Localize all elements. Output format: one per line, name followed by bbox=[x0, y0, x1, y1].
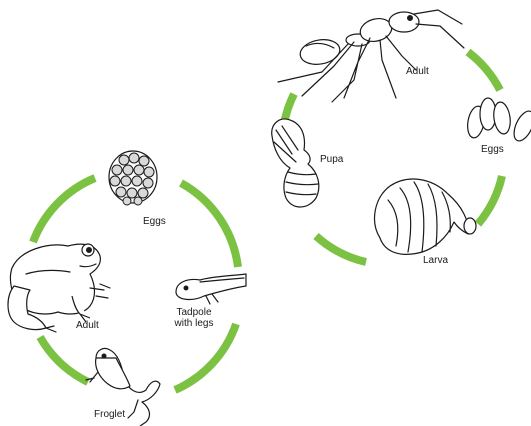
ant-stage-label-pupa: Pupa bbox=[320, 154, 343, 165]
adult-frog-illustration bbox=[8, 244, 110, 332]
tadpole-illustration bbox=[176, 274, 246, 304]
frog-arc-adult-to-eggs bbox=[33, 178, 95, 242]
larva-illustration bbox=[375, 179, 476, 254]
frog-arc-tadpole-to-froglet bbox=[175, 324, 236, 390]
frog-stage-label-tadpole: Tadpole with legs bbox=[170, 307, 218, 329]
ant-arc-eggs-to-larva bbox=[478, 176, 502, 224]
ant-eggs-illustration bbox=[465, 98, 531, 144]
frog-stage-label-adult: Adult bbox=[76, 320, 99, 331]
adult-ant-illustration bbox=[278, 10, 464, 102]
ant-stage-label-eggs: Eggs bbox=[481, 144, 504, 155]
frog-stage-label-froglet: Froglet bbox=[94, 409, 125, 420]
ant-arc-larva-to-pupa bbox=[316, 236, 366, 262]
frog-arc-eggs-to-tadpole bbox=[181, 183, 238, 267]
frog-life-cycle-diagram: Eggs Adult Tadpole with legs Froglet bbox=[0, 146, 252, 426]
frog-eggs-illustration bbox=[109, 151, 157, 205]
ant-life-cycle-diagram: Adult Eggs Larva Pupa bbox=[262, 0, 531, 300]
ant-stage-label-larva: Larva bbox=[423, 255, 448, 266]
ant-stage-label-adult: Adult bbox=[406, 66, 429, 77]
frog-stage-label-eggs: Eggs bbox=[143, 216, 166, 227]
pupa-illustration bbox=[272, 119, 319, 207]
ant-arc-adult-to-eggs bbox=[468, 52, 500, 90]
frog-arc-froglet-to-adult bbox=[40, 337, 88, 382]
frog-cycle-graphic bbox=[0, 146, 252, 426]
